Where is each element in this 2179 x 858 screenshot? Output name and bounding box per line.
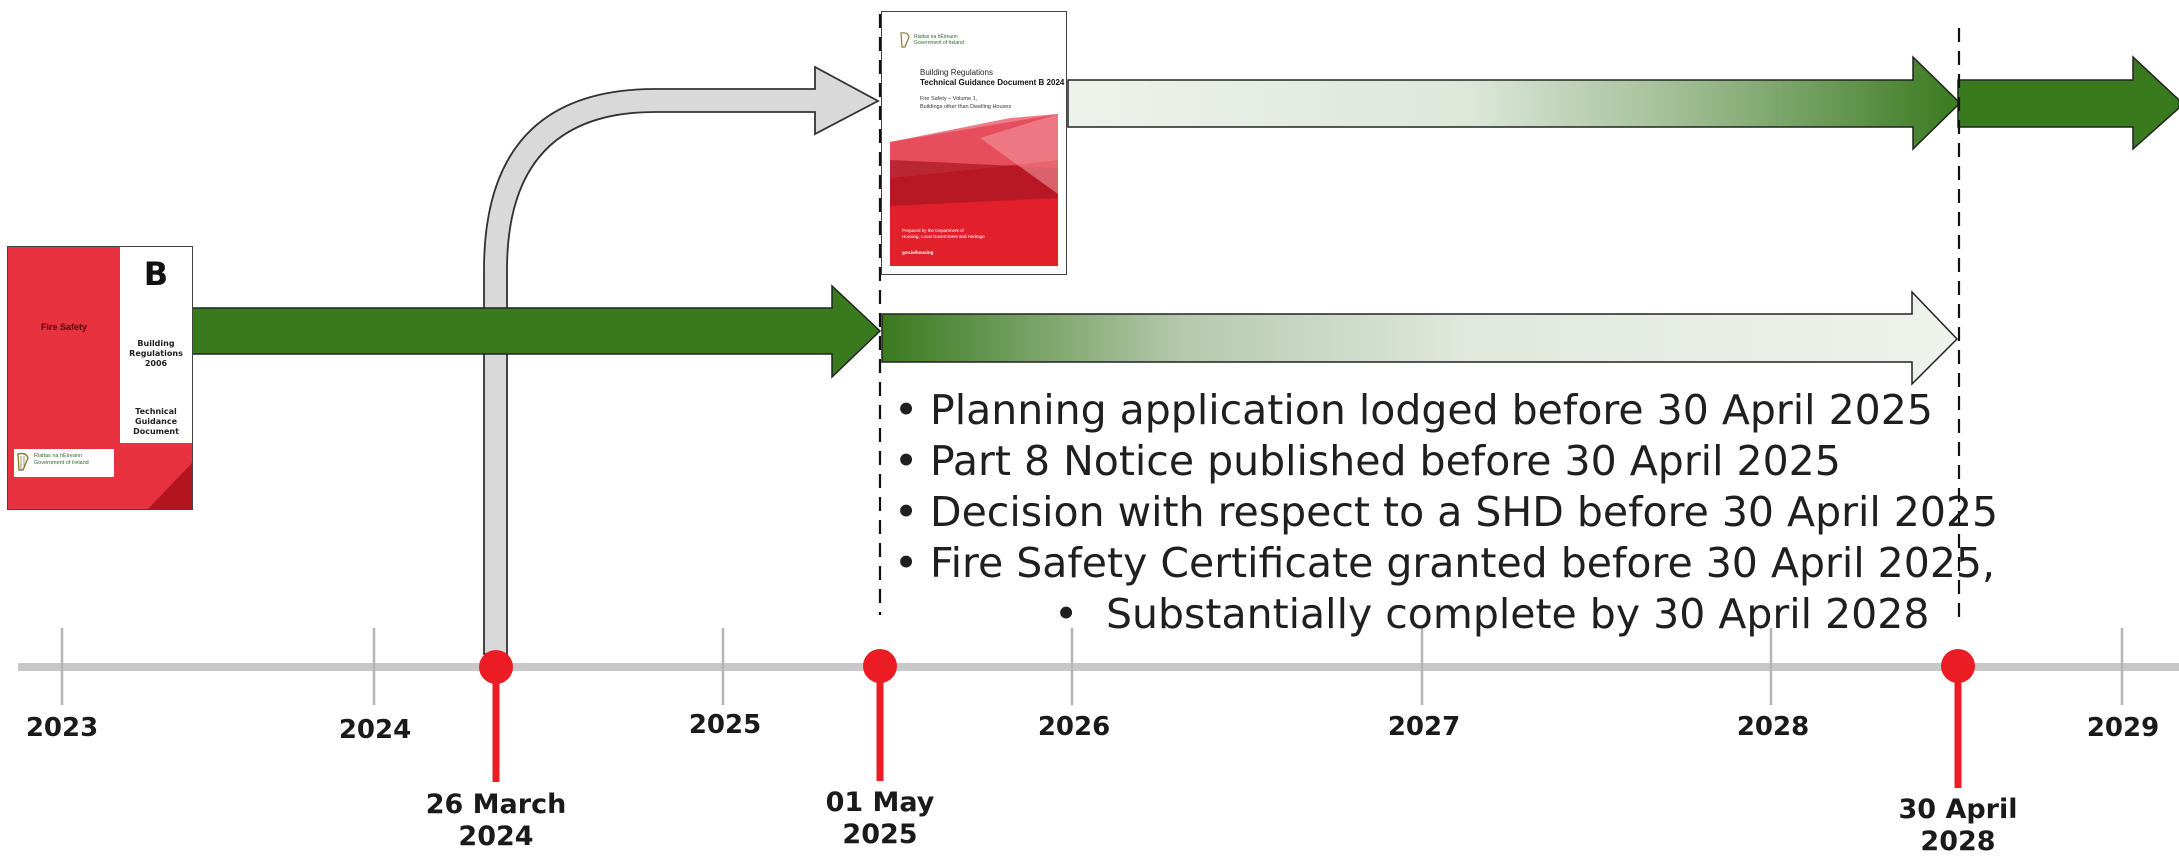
milestone-may-2025 bbox=[863, 649, 897, 781]
government-name: Rialtas na hÉireann Government of Irelan… bbox=[34, 453, 89, 467]
government-logo: Rialtas na hÉireann Government of Irelan… bbox=[14, 449, 114, 477]
milestone-label-line1: 30 April bbox=[1898, 794, 2018, 825]
tgd-b-2006-cover: Fire Safety B Building Regulations 2006 … bbox=[7, 246, 193, 510]
year-label-2028: 2028 bbox=[1736, 712, 1810, 742]
milestone-label-line2: 2028 bbox=[1920, 826, 1996, 857]
year-label-2029: 2029 bbox=[2086, 713, 2160, 743]
year-label-2027: 2027 bbox=[1387, 712, 1461, 742]
transition-curved-arrow bbox=[483, 65, 880, 655]
cover-side-subtitle: Technical Guidance Document bbox=[120, 407, 192, 437]
side-title-line: Regulations bbox=[129, 349, 183, 358]
milestone-label-line1: 01 May bbox=[825, 787, 935, 818]
milestone-label-april-2028: 30 April 2028 bbox=[1898, 794, 2017, 858]
year-ticks bbox=[60, 628, 2124, 705]
milestone-march-2024 bbox=[479, 650, 513, 782]
side-sub-line: Guidance bbox=[135, 417, 177, 426]
cover-red-graphic bbox=[890, 114, 1058, 266]
org-line: Government of Ireland bbox=[34, 460, 89, 466]
existing-guidance-arrow bbox=[191, 284, 882, 379]
condition-sub-item: Substantially complete by 30 April 2028 bbox=[1054, 589, 1998, 640]
transitional-arrow bbox=[881, 290, 1959, 386]
cover-letter: B bbox=[143, 255, 169, 293]
harp-icon bbox=[900, 32, 910, 48]
tgd-b-2024-cover: Rialtas na hÉireann Government of Irelan… bbox=[881, 11, 1067, 275]
cover-subtitle-line1: Fire Safety – Volume 1, bbox=[920, 96, 978, 102]
cover-label: Fire Safety bbox=[40, 322, 88, 332]
new-guidance-arrow bbox=[1067, 55, 1962, 151]
milestone-label-line1: 26 March bbox=[425, 789, 567, 820]
milestone-april-2028 bbox=[1941, 649, 1975, 788]
org-line: Government of Ireland bbox=[914, 40, 964, 46]
org-line: Rialtas na hÉireann bbox=[914, 34, 958, 40]
org-line: Rialtas na hÉireann bbox=[34, 453, 83, 459]
side-sub-line: Document bbox=[133, 427, 179, 436]
cover-subtitle-line2: Buildings other than Dwelling Houses bbox=[920, 104, 1012, 110]
year-label-2024: 2024 bbox=[338, 715, 412, 745]
cover-title-line2: Technical Guidance Document B 2024 bbox=[920, 78, 1065, 87]
side-sub-line: Technical bbox=[135, 407, 177, 416]
condition-item: Part 8 Notice published before 30 April … bbox=[888, 436, 1998, 487]
milestone-label-line2: 2025 bbox=[842, 819, 918, 850]
milestone-label-march-2024: 26 March 2024 bbox=[426, 789, 567, 853]
cover-side-title: Building Regulations 2006 bbox=[120, 339, 192, 369]
cover-red-panel: Fire Safety bbox=[8, 247, 120, 443]
year-label-2026: 2026 bbox=[1037, 712, 1111, 742]
harp-icon bbox=[17, 452, 29, 471]
new-guidance-full-arrow bbox=[1957, 55, 2179, 151]
year-label-2025: 2025 bbox=[688, 710, 762, 740]
year-label-2023: 2023 bbox=[25, 713, 99, 743]
cover-publisher: Prepared by the Department of Housing, L… bbox=[902, 228, 985, 240]
condition-item: Fire Safety Certificate granted before 3… bbox=[888, 538, 1998, 589]
side-title-line: Building bbox=[137, 339, 175, 348]
publisher-line: Housing, Local Government and Heritage bbox=[902, 234, 985, 239]
transition-conditions: Planning application lodged before 30 Ap… bbox=[888, 385, 1998, 640]
cover-page: Rialtas na hÉireann Government of Irelan… bbox=[890, 20, 1064, 266]
government-name: Rialtas na hÉireann Government of Irelan… bbox=[914, 34, 964, 46]
condition-item: Decision with respect to a SHD before 30… bbox=[888, 487, 1998, 538]
condition-item: Planning application lodged before 30 Ap… bbox=[888, 385, 1998, 436]
side-title-line: 2006 bbox=[144, 359, 168, 368]
cover-url: gov.ie/housing bbox=[902, 250, 934, 255]
cover-title-line1: Building Regulations bbox=[920, 68, 993, 77]
milestone-label-may-2025: 01 May 2025 bbox=[826, 787, 935, 851]
milestone-label-line2: 2024 bbox=[458, 821, 534, 852]
publisher-line: Prepared by the Department of bbox=[902, 228, 964, 233]
